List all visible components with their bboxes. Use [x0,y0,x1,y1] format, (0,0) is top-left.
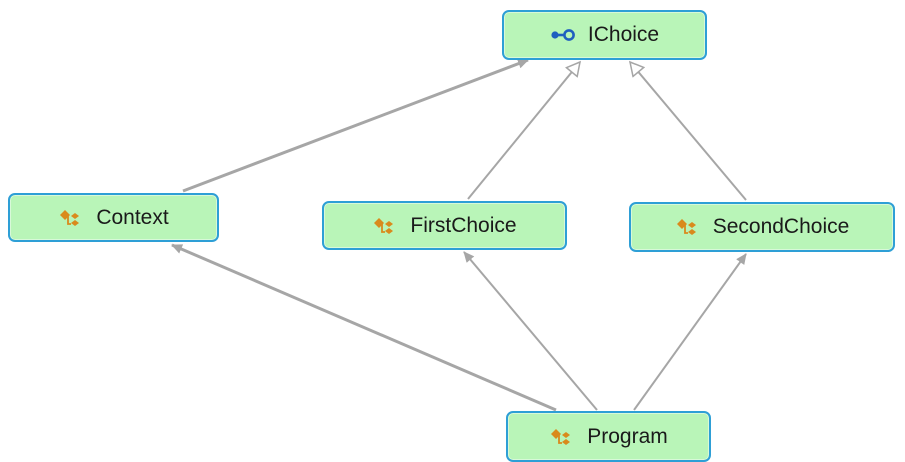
node-label: IChoice [587,23,660,46]
class-icon [675,216,701,238]
node-label: SecondChoice [712,215,850,238]
edge-program-to-context [171,243,557,412]
node-label: FirstChoice [410,213,517,237]
edge-firstchoice-to-ichoice [467,62,580,200]
node-ichoice[interactable]: IChoice [502,10,707,60]
node-firstchoice[interactable]: FirstChoice [322,201,567,250]
node-program[interactable]: Program [506,411,711,462]
class-icon [58,207,84,229]
node-label: Context [96,205,169,229]
node-label: Program [587,424,668,448]
edge-program-to-secondchoice [633,253,747,411]
node-context[interactable]: Context [8,193,219,242]
interface-icon [550,24,576,46]
class-icon [372,215,398,237]
edge-program-to-firstchoice [463,251,598,411]
edge-context-to-ichoice [182,58,529,193]
node-secondchoice[interactable]: SecondChoice [629,202,895,252]
class-icon [549,426,575,448]
edge-secondchoice-to-ichoice [630,62,747,201]
